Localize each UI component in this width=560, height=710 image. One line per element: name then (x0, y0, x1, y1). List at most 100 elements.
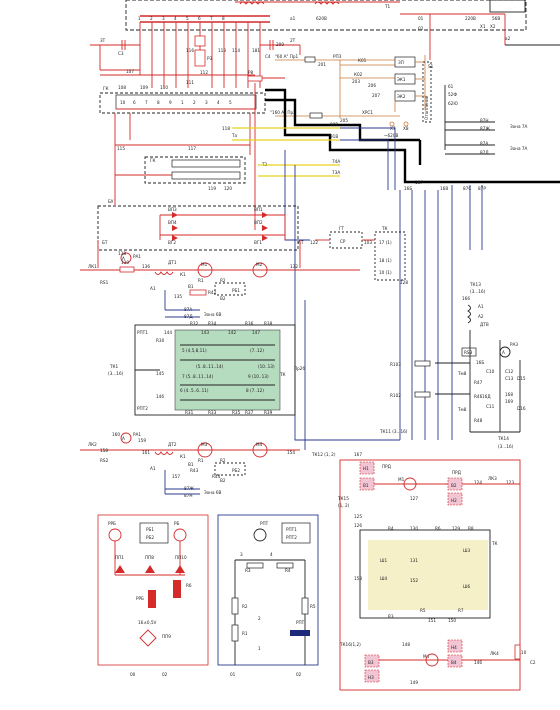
label-rs3: RS3 (464, 350, 473, 355)
label-r3: Р3 (207, 56, 213, 61)
label-r46: R46 (474, 394, 483, 399)
label-135: 135 (174, 294, 182, 299)
label-sh3: Ш3 (463, 548, 470, 553)
label-rrb-top: РРБ (108, 521, 116, 526)
label-62yu: 62Ю (448, 101, 458, 106)
label-147: 147 (252, 330, 260, 335)
label-contact-6: 9 (10..13) (248, 374, 269, 379)
label-b4: В4 (451, 660, 457, 665)
label-lk2: ЛК2 (88, 442, 97, 447)
label-87n-mid: 87Н (184, 493, 192, 498)
label-143: 143 (201, 330, 209, 335)
motor-group-top: ЛК1 RS1 A РА1 138 130 136 ДТ1 К1 А1 М1 R… (80, 251, 360, 319)
label-a1-bot: А1 (150, 466, 156, 471)
label-x1: Х1 (480, 24, 486, 29)
label-a2-r: А2 (478, 314, 484, 319)
label-zp: ЗП (398, 60, 404, 65)
label-150: 150 (448, 618, 456, 623)
label-116: 116 (186, 48, 194, 53)
label-ek2: ЭК2 (397, 94, 406, 99)
label-r4: R4 (388, 526, 394, 531)
rb-box: РРБ РБ1 РБ2 РБ ПП1 ПП8 ПП10 R6 РРБ 16±0,… (97, 514, 209, 677)
label-r2-bot: R2 (220, 458, 226, 463)
label-zona6v-top: Зона 6В (204, 312, 222, 317)
label-91v: 91В (330, 134, 338, 139)
svg-text:2: 2 (193, 100, 196, 105)
label-111: 111 (186, 80, 194, 85)
label-r6-box: R6 (186, 583, 192, 588)
label-contact-3: (5..8..11..14) (196, 364, 224, 369)
label-c11: С11 (486, 404, 495, 409)
label-110: 110 (160, 85, 168, 90)
label-n2: Н2 (451, 498, 457, 503)
label-74a: 74А (332, 159, 340, 164)
label-tk13b: (3...16) (470, 289, 486, 294)
label-at: АТ (298, 240, 304, 245)
label-gk2: ГК (150, 158, 156, 163)
label-rpt1: РПТ1 (137, 330, 148, 335)
label-129: 129 (452, 526, 460, 531)
label-123: 123 (506, 480, 514, 485)
label-73a: 73А (332, 170, 340, 175)
label-r1-box: R1 (242, 631, 248, 636)
label-02-left: 02 (162, 672, 168, 677)
label-a1-r: А1 (478, 304, 484, 309)
label-02-mid: 02 (296, 672, 302, 677)
label-n1: Н1 (363, 466, 369, 471)
label-87a-mid: 87А (184, 307, 192, 312)
label-otop: Отопление (424, 95, 429, 120)
label-tk1b: (3...16) (108, 371, 124, 376)
label-52f: 52Ф (448, 92, 457, 97)
svg-text:10: 10 (120, 100, 126, 105)
label-r30: R30 (156, 338, 165, 343)
svg-text:2: 2 (150, 16, 153, 21)
label-rb1-box: РБ1 (146, 527, 154, 532)
label-200: 200 (276, 42, 284, 47)
label-205: 205 (340, 118, 348, 123)
label-tk14b: (3...16) (498, 444, 514, 449)
label-pp8: ПП8 (145, 555, 154, 560)
svg-text:7: 7 (145, 100, 148, 105)
label-126: 126 (354, 523, 362, 528)
label-rpt2-box: РПТ2 (286, 535, 297, 540)
label-87zh: 87Ж (480, 126, 490, 131)
label-r5-r: R5 (420, 608, 426, 613)
label-d16: D16 (517, 406, 526, 411)
label-151: 151 (428, 618, 436, 623)
label-gk1: ГК (103, 86, 109, 91)
label-lk3: ЛК3 (488, 476, 497, 481)
label-10-1: 10 (1) (379, 270, 392, 275)
label-dtv: ДТВ (480, 322, 489, 327)
label-160: 160 (112, 432, 120, 437)
label-r3-box: R3 (245, 568, 251, 573)
label-157: 157 (172, 474, 180, 479)
label-rpz: РПЗ (333, 54, 342, 59)
label-a1-top: А1 (150, 286, 156, 291)
label-114: 114 (232, 48, 240, 53)
label-18-1: 18 (1) (379, 258, 392, 263)
label-rpt-top: РПТ (260, 521, 269, 526)
label-tk15b: (1, 2) (338, 503, 350, 508)
label-159: 159 (138, 438, 146, 443)
label-113: 113 (218, 48, 226, 53)
label-k01: К01 (358, 58, 367, 63)
r3-block: Р3 116 112 113 114 181 (186, 35, 260, 75)
label-rs1: RS1 (100, 280, 109, 285)
label-pin4: 4 (270, 552, 273, 557)
label-prd-1: ПРД (382, 464, 392, 469)
label-620v: 620В (316, 16, 327, 21)
label-tk13: ТК13 (469, 282, 481, 287)
label-ta: Та (231, 133, 238, 138)
svg-text:A: A (122, 256, 125, 261)
label-tk15: ТК15 (337, 496, 349, 501)
label-tk-r: ТК (491, 541, 498, 546)
label-gt: ГТ (339, 226, 345, 231)
label-16v: 16В (440, 186, 448, 191)
label-61: 61 (448, 84, 454, 89)
label-dt1: ДТ1 (168, 260, 177, 265)
label-207: 207 (372, 93, 380, 98)
label-r10: R10 (518, 650, 527, 655)
label-153: 153 (354, 576, 362, 581)
label-131: 131 (410, 558, 418, 563)
